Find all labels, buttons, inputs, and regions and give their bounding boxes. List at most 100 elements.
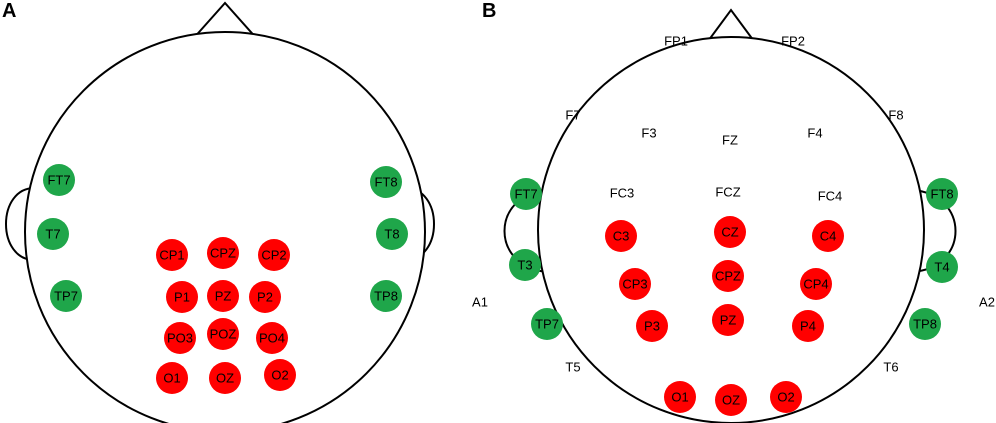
- position-label-a2: A2: [979, 295, 995, 310]
- electrode-label: P1: [174, 290, 190, 305]
- electrode-label: P3: [644, 319, 660, 334]
- electrode-label: O1: [671, 390, 688, 405]
- electrode-dot: [207, 318, 239, 350]
- electrode-cz: CZ: [714, 216, 746, 248]
- position-label-fp2: FP2: [781, 34, 805, 49]
- electrode-p1: P1: [166, 281, 198, 313]
- position-label-f8: F8: [888, 108, 903, 123]
- electrode-label: PO3: [167, 331, 193, 346]
- electrode-label: POZ: [210, 327, 237, 342]
- electrode-ft8: FT8: [926, 178, 958, 210]
- electrode-ft7: FT7: [43, 164, 75, 196]
- electrode-label: P2: [257, 290, 273, 305]
- electrode-dot: [166, 281, 198, 313]
- electrode-label: OZ: [216, 371, 234, 386]
- electrode-pz: PZ: [712, 304, 744, 336]
- electrode-c3: C3: [605, 220, 637, 252]
- electrode-label: TP7: [54, 289, 78, 304]
- electrode-dot: [509, 249, 541, 281]
- electrode-dot: [50, 280, 82, 312]
- electrode-label: TP7: [535, 317, 559, 332]
- electrode-label: T8: [384, 227, 399, 242]
- electrode-label: FT7: [47, 173, 70, 188]
- electrode-oz: OZ: [715, 384, 747, 416]
- electrode-dot: [926, 178, 958, 210]
- electrode-cp1: CP1: [156, 239, 188, 271]
- electrode-dot: [770, 381, 802, 413]
- electrode-label: CP4: [803, 277, 828, 292]
- electrode-t3: T3: [509, 249, 541, 281]
- electrode-po3: PO3: [164, 322, 196, 354]
- electrode-dot: [207, 280, 239, 312]
- electrode-label: P4: [800, 319, 816, 334]
- electrode-dot: [715, 384, 747, 416]
- electrode-dot: [207, 237, 239, 269]
- panel-b-label: B: [482, 0, 496, 22]
- electrode-ft7: FT7: [510, 178, 542, 210]
- position-label-fcz: FCZ: [715, 185, 740, 200]
- position-label-a1: A1: [472, 295, 488, 310]
- electrode-label: CPZ: [715, 269, 741, 284]
- electrode-dot: [712, 304, 744, 336]
- electrode-label: OZ: [722, 393, 740, 408]
- electrode-dot: [619, 268, 651, 300]
- electrode-ft8: FT8: [370, 166, 402, 198]
- electrode-dot: [792, 310, 824, 342]
- electrode-t4: T4: [926, 251, 958, 283]
- electrode-dot: [926, 251, 958, 283]
- electrode-p3: P3: [636, 310, 668, 342]
- electrode-label: PO4: [259, 331, 285, 346]
- electrode-pz: PZ: [207, 280, 239, 312]
- electrode-label: CZ: [721, 225, 738, 240]
- electrode-dot: [43, 164, 75, 196]
- electrode-dot: [812, 220, 844, 252]
- electrode-cp2: CP2: [258, 239, 290, 271]
- electrode-label: T4: [934, 260, 949, 275]
- electrode-o2: O2: [770, 381, 802, 413]
- electrode-o2: O2: [264, 359, 296, 391]
- electrode-dot: [510, 178, 542, 210]
- electrode-label: FT8: [930, 187, 953, 202]
- electrode-label: FT8: [374, 175, 397, 190]
- position-label-t5: T5: [565, 360, 580, 375]
- position-label-fz: FZ: [722, 133, 738, 148]
- electrode-dot: [376, 218, 408, 250]
- electrode-dot: [264, 359, 296, 391]
- electrode-label: CP1: [159, 248, 184, 263]
- position-label-fc4: FC4: [818, 189, 843, 204]
- electrode-o1: O1: [156, 362, 188, 394]
- electrode-dot: [370, 280, 402, 312]
- electrode-tp8: TP8: [909, 308, 941, 340]
- electrode-dot: [800, 268, 832, 300]
- electrode-t8: T8: [376, 218, 408, 250]
- electrode-cp3: CP3: [619, 268, 651, 300]
- electrode-label: O2: [271, 368, 288, 383]
- electrode-poz: POZ: [207, 318, 239, 350]
- electrode-dot: [605, 220, 637, 252]
- head-outline: [24, 31, 426, 423]
- panel-a-label: A: [2, 0, 16, 22]
- electrode-p4: P4: [792, 310, 824, 342]
- electrode-t7: T7: [37, 218, 69, 250]
- position-label-fp1: FP1: [664, 34, 688, 49]
- electrode-dot: [249, 281, 281, 313]
- position-label-t6: T6: [883, 360, 898, 375]
- electrode-dot: [256, 322, 288, 354]
- electrode-dot: [664, 381, 696, 413]
- position-label-f4: F4: [807, 126, 822, 141]
- electrode-dot: [156, 239, 188, 271]
- electrode-dot: [636, 310, 668, 342]
- electrode-o1: O1: [664, 381, 696, 413]
- position-label-f3: F3: [641, 126, 656, 141]
- electrode-cpz: CPZ: [712, 260, 744, 292]
- electrode-dot: [714, 216, 746, 248]
- electrode-dot: [209, 362, 241, 394]
- electrode-label: TP8: [374, 289, 398, 304]
- electrode-label: PZ: [215, 289, 232, 304]
- electrode-label: T7: [45, 227, 60, 242]
